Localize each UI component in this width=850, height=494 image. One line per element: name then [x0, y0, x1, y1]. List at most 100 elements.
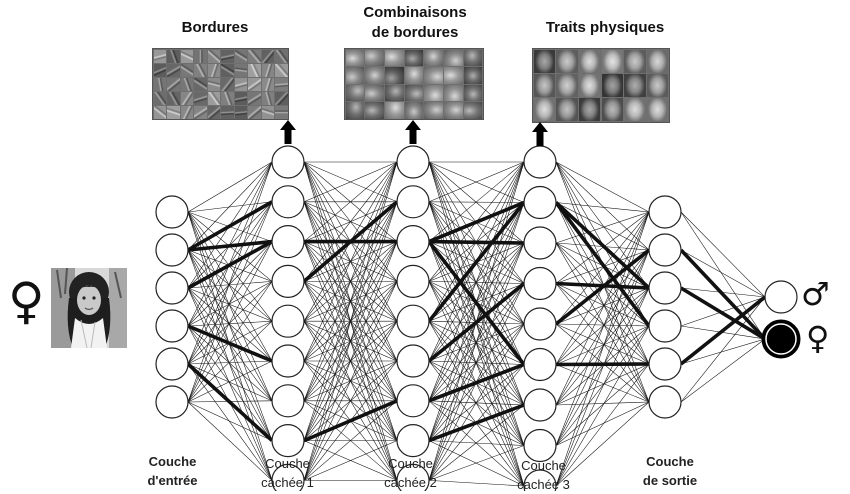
connection-edge: [187, 241, 273, 365]
connection-edge: [555, 211, 650, 325]
neuron-node: [396, 304, 430, 338]
feature-tile: [624, 49, 646, 73]
connection-edge: [555, 364, 650, 403]
strong-connection-edge: [679, 295, 767, 366]
feature-tile: [601, 49, 624, 73]
feature-tile: [167, 91, 180, 105]
connection-edge: [187, 241, 273, 327]
neuron-node: [523, 185, 557, 220]
connection-edge: [187, 325, 273, 402]
feature-tile: [180, 77, 193, 91]
neuron-node: [396, 384, 430, 418]
neuron-node: [396, 264, 430, 298]
connection-edge: [680, 338, 766, 365]
connection-edge: [680, 249, 766, 298]
feature-tile: [384, 102, 404, 119]
connection-edge: [428, 400, 525, 487]
label-input-layer: Couche d'entrée: [147, 454, 198, 488]
feature-tile: [167, 49, 180, 63]
connection-edge: [303, 321, 398, 481]
feature-tile: [404, 49, 424, 66]
connection-edge: [555, 287, 650, 446]
connection-edge: [187, 401, 273, 441]
connection-edge: [187, 249, 273, 401]
feature-tile: [248, 105, 261, 119]
connection-edge: [187, 287, 273, 362]
label-hidden-layer-2: Couche cachée 2: [384, 456, 437, 490]
neuron-node: [271, 304, 305, 338]
strong-connection-edge: [555, 362, 650, 367]
strong-connection-edge: [679, 248, 767, 341]
connection-edge: [303, 161, 398, 401]
connection-edge: [555, 161, 650, 403]
feature-tile: [180, 63, 193, 77]
feature-tile: [578, 73, 601, 98]
connection-edge: [680, 211, 766, 298]
feature-tile: [153, 49, 166, 63]
up-arrow-icon: [532, 122, 548, 146]
strong-connection-edge: [428, 362, 525, 403]
connection-edge: [303, 161, 398, 362]
connection-edge: [187, 401, 273, 481]
feature-tile: [424, 67, 444, 84]
feature-tile: [180, 105, 193, 119]
neuron-node: [764, 280, 798, 314]
neuron-node: [648, 271, 682, 305]
feature-tile: [463, 84, 483, 101]
connection-edge: [555, 325, 650, 365]
neuron-node: [648, 309, 682, 343]
up-arrow-icon: [280, 120, 296, 144]
feature-tile: [275, 105, 288, 119]
connection-edge: [187, 211, 273, 481]
feature-tile: [404, 102, 424, 119]
strong-connection-edge: [427, 201, 526, 323]
strong-connection-edge: [428, 200, 525, 244]
connection-edge: [187, 201, 273, 365]
connection-edge: [187, 287, 273, 441]
connection-edge: [555, 401, 650, 406]
connection-edge: [680, 296, 766, 403]
connection-edge: [187, 281, 273, 289]
feature-tile: [153, 91, 166, 105]
neuron-node: [271, 344, 305, 378]
feature-tile: [578, 98, 601, 122]
feature-tile: [424, 49, 444, 66]
feature-tile: [180, 49, 193, 63]
connection-edge: [555, 249, 650, 487]
feature-tile: [384, 84, 404, 101]
connection-edge: [428, 320, 525, 365]
connection-edge: [428, 161, 525, 203]
connection-edge: [428, 360, 525, 446]
input-female-symbol-icon: ♀: [8, 272, 45, 330]
neuron-node: [155, 233, 189, 267]
feature-tile: [153, 105, 166, 119]
neuron-node: [523, 266, 557, 301]
neuron-node: [648, 347, 682, 381]
feature-tile: [221, 77, 234, 91]
feature-tile: [234, 105, 247, 119]
feature-tile: [646, 49, 669, 73]
feature-tile: [424, 102, 444, 119]
connection-edge: [187, 325, 273, 441]
feature-tile: [444, 102, 463, 119]
edge-combination-features-image: [344, 48, 484, 120]
feature-tile: [646, 73, 669, 98]
strong-connection-edge: [427, 282, 526, 363]
connection-edge: [428, 404, 525, 481]
connection-edge: [187, 321, 273, 403]
feature-tile: [275, 77, 288, 91]
connection-edge: [555, 249, 650, 365]
connection-edge: [187, 281, 273, 365]
connection-edge: [428, 323, 525, 481]
neuron-node: [648, 233, 682, 267]
feature-tile: [194, 91, 207, 105]
feature-tile: [194, 105, 207, 119]
connection-edge: [555, 161, 650, 251]
connection-edge: [555, 283, 650, 327]
connection-edge: [187, 363, 273, 481]
neuron-node: [155, 195, 189, 229]
connection-edge: [187, 161, 273, 403]
feature-tile: [248, 63, 261, 77]
neuron-node: [523, 469, 557, 491]
